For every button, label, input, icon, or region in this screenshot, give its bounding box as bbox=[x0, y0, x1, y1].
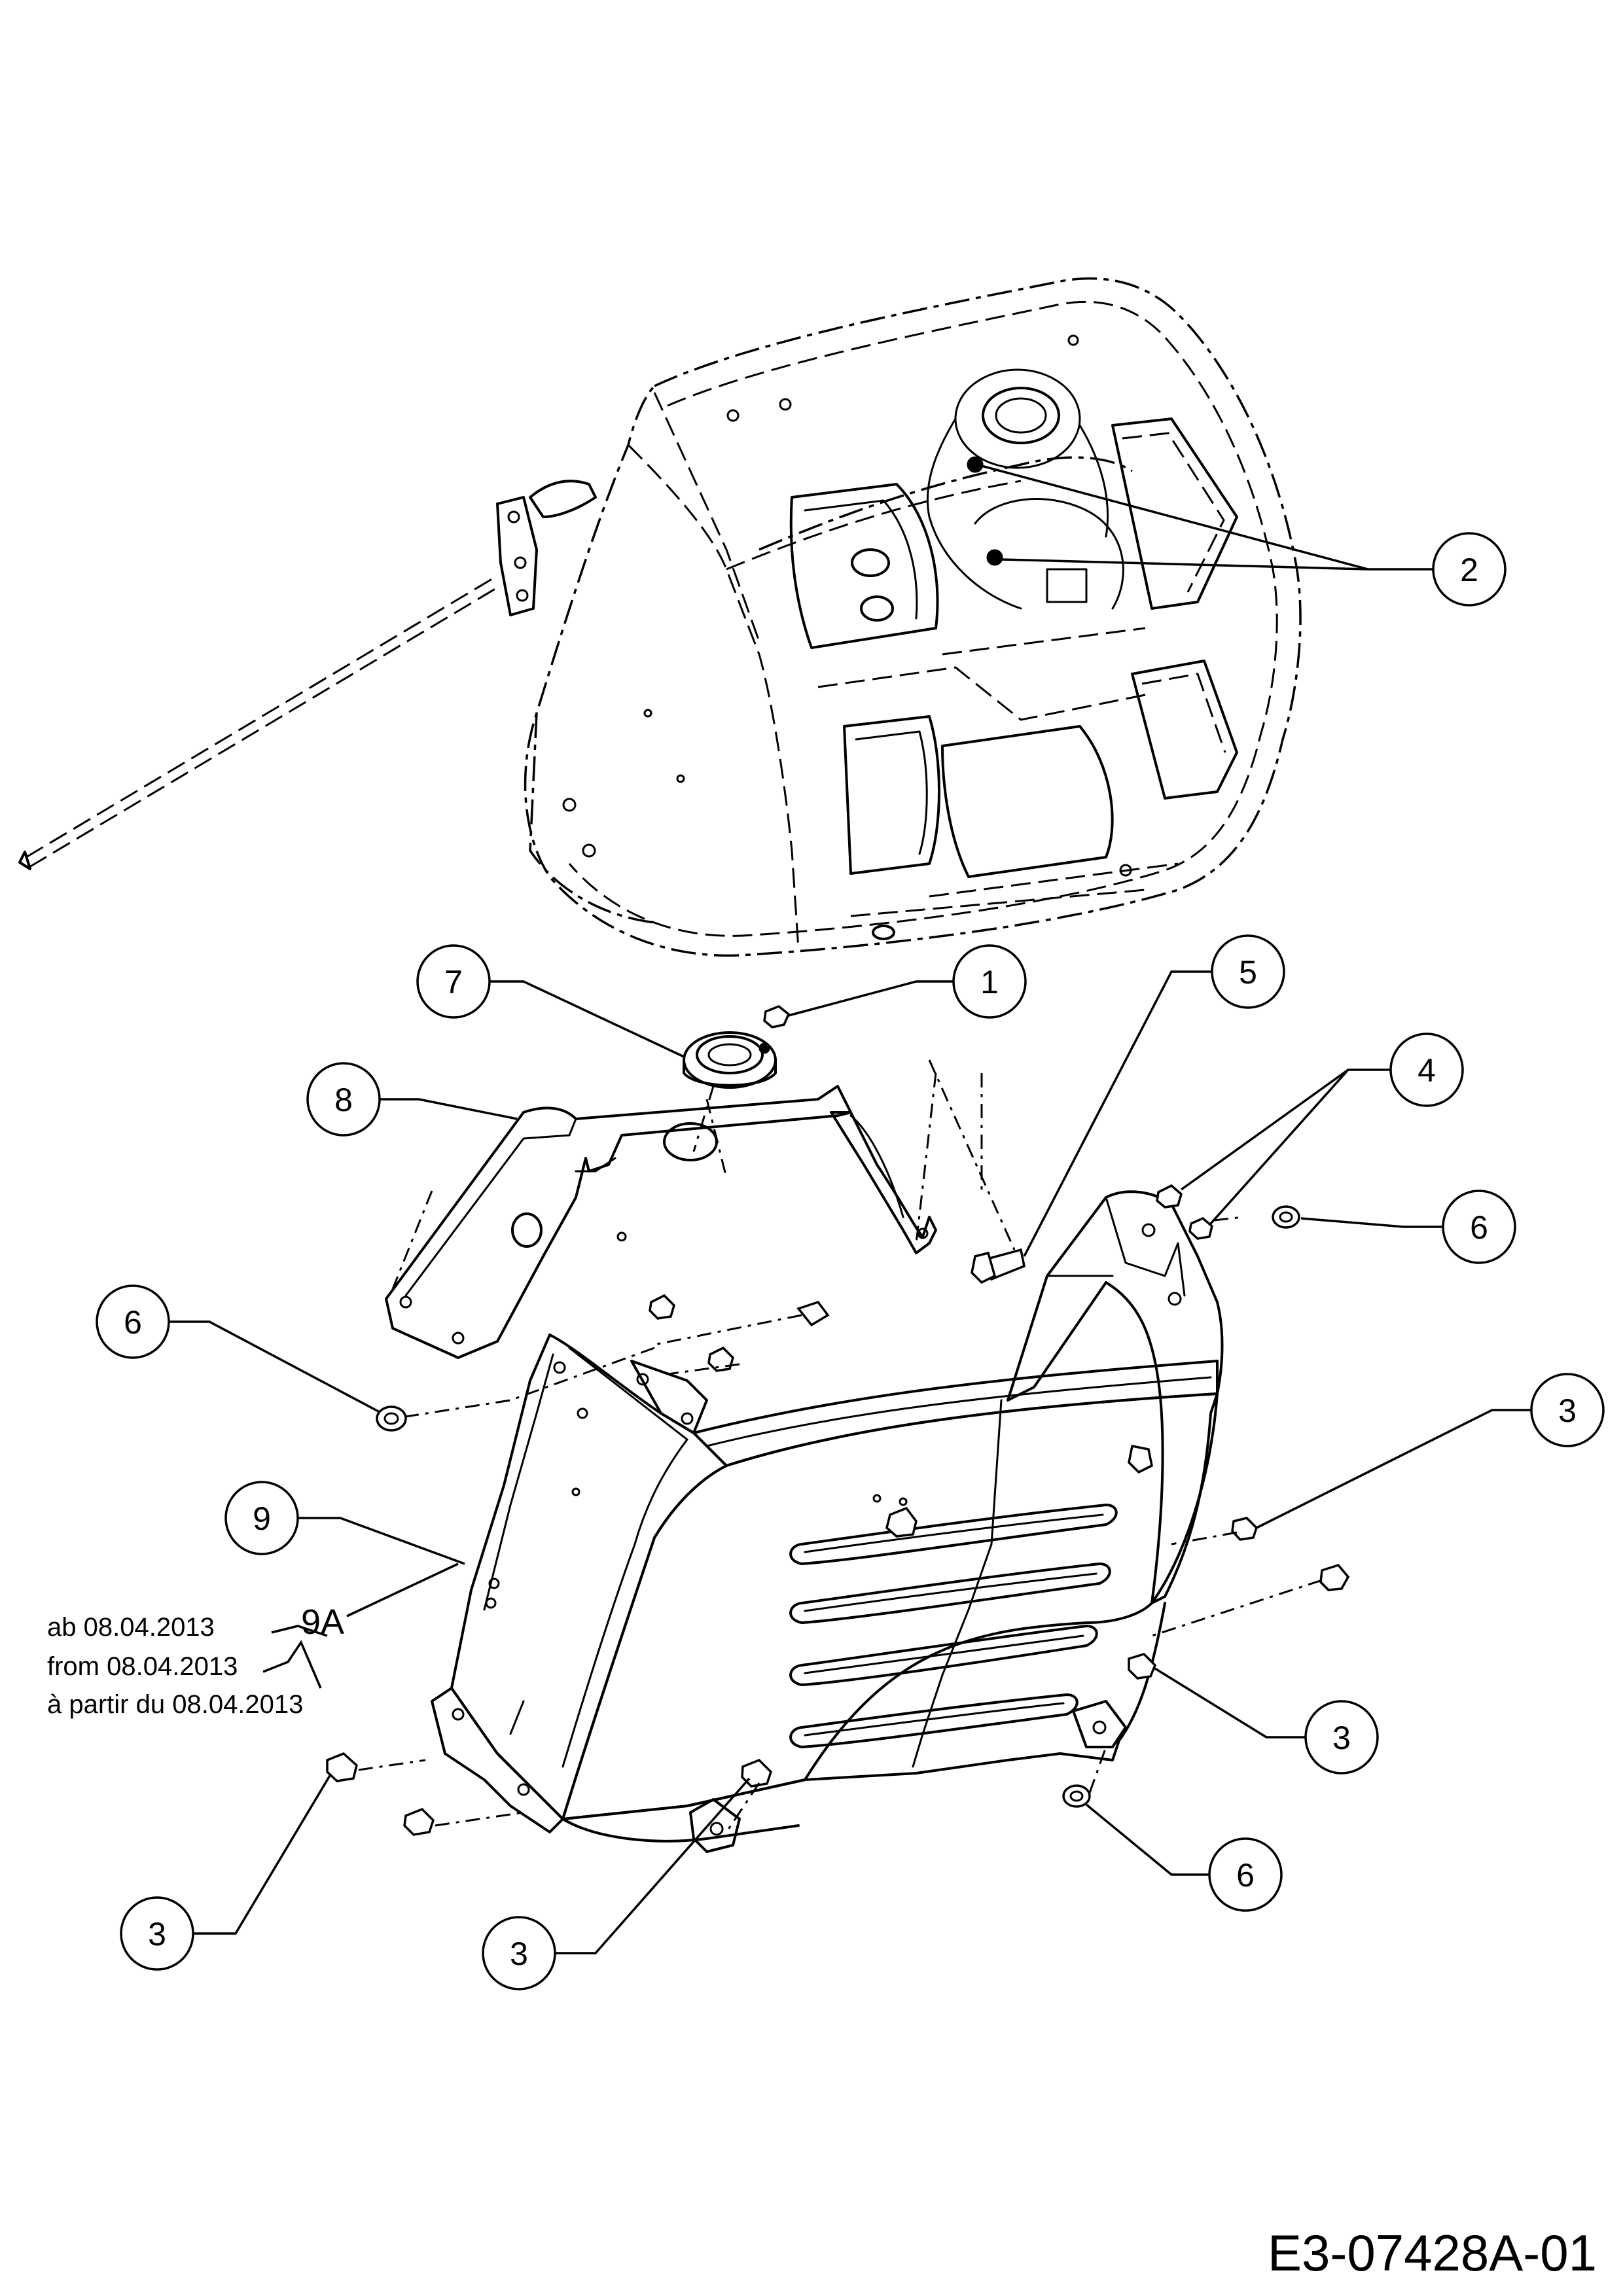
callout-1-label: 1 bbox=[980, 964, 999, 1000]
callout-4-label: 4 bbox=[1418, 1052, 1436, 1089]
callout-6-bottom-label: 6 bbox=[1236, 1857, 1255, 1894]
callout-2-label: 2 bbox=[1460, 552, 1478, 588]
callout-2: 2 bbox=[1432, 532, 1507, 607]
throttle-cable bbox=[18, 480, 597, 870]
callout-6-bottom: 6 bbox=[1208, 1837, 1283, 1912]
callout-3-right-lower: 3 bbox=[1304, 1700, 1379, 1775]
callout-9-label: 9 bbox=[253, 1500, 271, 1537]
callout-8: 8 bbox=[306, 1062, 381, 1137]
callout-6-left-label: 6 bbox=[124, 1304, 142, 1341]
callout-5-label: 5 bbox=[1239, 954, 1257, 991]
variant-note: 9A ab 08.04.2013 from 08.04.2013 à parti… bbox=[47, 1602, 344, 1719]
callout-1: 1 bbox=[952, 944, 1027, 1019]
front-grille-part-9 bbox=[431, 1190, 1224, 1853]
dashboard-housing-phantom bbox=[524, 277, 1302, 957]
callout-9: 9 bbox=[224, 1481, 299, 1555]
callout-3-center-bottom: 3 bbox=[482, 1916, 556, 1990]
callout-4: 4 bbox=[1389, 1033, 1464, 1107]
variant-note-fr: à partir du 08.04.2013 bbox=[47, 1690, 303, 1719]
leader-lines bbox=[169, 465, 1531, 1954]
fuel-gauge-cap bbox=[683, 1031, 777, 1089]
callout-3-right-upper: 3 bbox=[1530, 1373, 1605, 1447]
screw-part-1 bbox=[763, 1004, 791, 1029]
variant-label: 9A bbox=[301, 1602, 344, 1642]
grille-louvers bbox=[789, 1504, 1118, 1748]
variant-note-de: ab 08.04.2013 bbox=[47, 1613, 215, 1642]
variant-note-en: from 08.04.2013 bbox=[47, 1652, 238, 1681]
callout-3-right-upper-label: 3 bbox=[1558, 1392, 1577, 1429]
callout-3-right-lower-label: 3 bbox=[1332, 1720, 1351, 1756]
callout-6-left: 6 bbox=[96, 1284, 170, 1359]
callout-8-label: 8 bbox=[334, 1082, 353, 1118]
callout-3-left-bottom: 3 bbox=[120, 1896, 194, 1971]
callout-7: 7 bbox=[416, 944, 491, 1019]
callout-5: 5 bbox=[1211, 934, 1285, 1009]
callout-6-right: 6 bbox=[1442, 1190, 1516, 1264]
callout-6-right-label: 6 bbox=[1470, 1209, 1488, 1246]
drawing-code: E3-07428A-01 bbox=[1268, 2224, 1597, 2282]
callout-7-label: 7 bbox=[444, 964, 463, 1000]
callout-3-center-bottom-label: 3 bbox=[510, 1935, 528, 1972]
callout-3-left-bottom-label: 3 bbox=[148, 1916, 166, 1952]
